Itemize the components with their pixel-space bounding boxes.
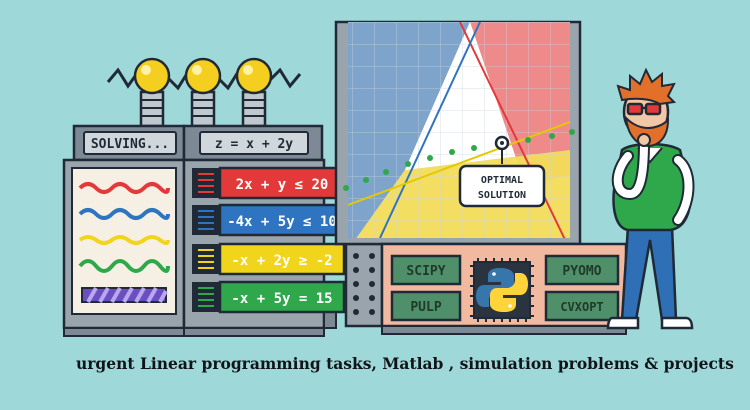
wave-blue — [78, 208, 170, 220]
callout-line-1: OPTIMAL — [481, 175, 523, 186]
constraint-3-text: -x + 2y ≥ -2 — [231, 253, 332, 269]
objective-function-label: z = x + 2y — [215, 137, 293, 152]
caption-text: urgent Linear programming tasks, Matlab … — [76, 354, 734, 373]
light-bulb-1 — [133, 57, 171, 128]
wave-green — [78, 259, 170, 273]
constraint-row-2: -4x + 5y ≤ 10 — [192, 203, 346, 237]
lib-pulp-label: PULP — [410, 300, 441, 315]
constraint-1-text: 2x + y ≤ 20 — [236, 177, 329, 193]
line-blue — [379, 22, 481, 238]
line-yellow — [348, 121, 570, 206]
lib-cvxopt-chip: CVXOPT — [544, 290, 620, 322]
solving-status-label: SOLVING... — [91, 137, 169, 152]
light-bulb-3 — [235, 57, 273, 128]
objective-panel: z = x + 2y — [182, 124, 324, 162]
spiky-hair — [616, 67, 677, 106]
constraint-2-text: -4x + 5y ≤ 10 — [227, 214, 337, 230]
thinking-person — [606, 67, 695, 330]
status-panel: SOLVING... — [72, 124, 186, 162]
lib-cvxopt-label: CVXOPT — [560, 300, 603, 314]
speaker-grille — [344, 242, 384, 328]
glasses — [626, 102, 662, 116]
python-logo-blue — [476, 268, 514, 307]
lib-pyomo-chip: PYOMO — [544, 254, 620, 286]
constraint-row-1: 2x + y ≤ 20 — [192, 166, 346, 200]
green-dotted-line — [343, 129, 575, 191]
constraint-3-panel — [218, 242, 346, 276]
left-shoe — [606, 316, 640, 330]
constraint-4-text: -x + 5y = 15 — [231, 291, 332, 307]
lib-pulp-chip: PULP — [390, 290, 462, 322]
wave-yellow — [78, 235, 170, 245]
optimal-solution-callout: OPTIMAL SOLUTION — [458, 164, 546, 208]
light-bulb-2 — [184, 57, 222, 128]
feasible-region-chart: OPTIMAL SOLUTION — [334, 20, 582, 246]
python-chip-icon — [470, 258, 534, 322]
line-red — [459, 22, 566, 238]
lib-pyomo-label: PYOMO — [562, 264, 601, 279]
wave-red — [78, 182, 170, 194]
lib-scipy-label: SCIPY — [406, 264, 445, 279]
wave-display-box — [62, 158, 186, 337]
callout-line-2: SOLUTION — [478, 190, 526, 201]
right-shoe — [660, 316, 694, 330]
solver-library-unit: SCIPY PULP PYOMO CVXOPT — [380, 242, 628, 335]
constraint-4-panel — [218, 280, 346, 314]
bulb-zigzag-wire — [106, 67, 302, 91]
constraint-row-3: -x + 2y ≥ -2 — [192, 242, 346, 276]
constraint-1-panel — [218, 166, 346, 200]
lib-scipy-chip: SCIPY — [390, 254, 462, 286]
constraint-row-4: -x + 5y = 15 — [192, 280, 346, 314]
python-logo-yellow — [490, 273, 528, 312]
